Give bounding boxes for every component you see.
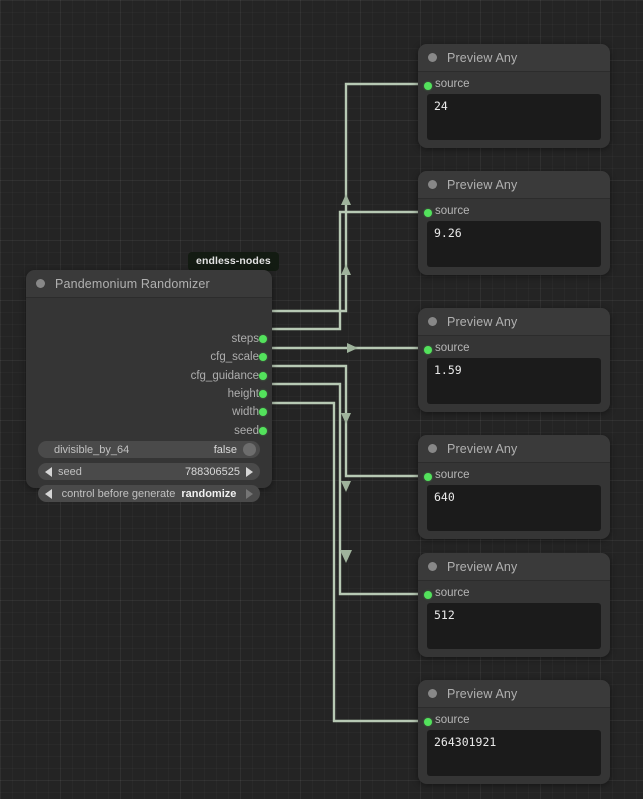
input-slot-source[interactable]: source <box>418 586 470 600</box>
output-slot-seed[interactable]: seed <box>26 423 272 439</box>
preview-value-box: 264301921 <box>427 730 601 776</box>
node-body: source 640 <box>418 463 610 539</box>
node-preview-any-4[interactable]: Preview Any source 640 <box>418 435 610 539</box>
node-header[interactable]: Preview Any <box>418 435 610 463</box>
node-preview-any-3[interactable]: Preview Any source 1.59 <box>418 308 610 412</box>
node-title: Preview Any <box>447 177 518 192</box>
node-body: source 264301921 <box>418 708 610 784</box>
node-title: Preview Any <box>447 686 518 701</box>
node-body: source 9.26 <box>418 199 610 275</box>
widget-label-control-before-generate: control before generate <box>61 487 176 500</box>
node-title: Preview Any <box>447 50 518 65</box>
input-label-source: source <box>435 205 470 217</box>
widget-label-divisible-by-64: divisible_by_64 <box>54 443 130 456</box>
input-label-source: source <box>435 714 470 726</box>
node-body: source 24 <box>418 72 610 148</box>
output-label-cfg-scale: cfg_scale <box>210 351 259 363</box>
node-title: Preview Any <box>447 559 518 574</box>
wire-width <box>270 382 424 596</box>
input-slot-dot-icon[interactable] <box>423 718 432 726</box>
input-label-source: source <box>435 587 470 599</box>
decrement-arrow-icon[interactable] <box>45 466 52 477</box>
toggle-knob-icon[interactable] <box>243 443 256 456</box>
input-slot-source[interactable]: source <box>418 77 470 91</box>
node-title: Preview Any <box>447 314 518 329</box>
collapse-circle-icon[interactable] <box>428 444 437 453</box>
output-slot-dot-icon[interactable] <box>258 390 267 398</box>
output-slot-cfg-scale[interactable]: cfg_scale <box>26 349 272 365</box>
widget-divisible-by-64[interactable]: divisible_by_64 false <box>38 441 260 458</box>
node-preview-any-1[interactable]: Preview Any source 24 <box>418 44 610 148</box>
node-header[interactable]: Preview Any <box>418 553 610 581</box>
node-header[interactable]: Preview Any <box>418 680 610 708</box>
wire-cfg-scale <box>270 210 424 331</box>
input-slot-source[interactable]: source <box>418 204 470 218</box>
output-label-width: width <box>232 406 259 418</box>
node-preview-any-6[interactable]: Preview Any source 264301921 <box>418 680 610 784</box>
input-slot-dot-icon[interactable] <box>423 82 432 90</box>
node-preview-any-5[interactable]: Preview Any source 512 <box>418 553 610 657</box>
collapse-circle-icon[interactable] <box>428 689 437 698</box>
output-slot-cfg-guidance[interactable]: cfg_guidance <box>26 368 272 384</box>
output-label-height: height <box>227 388 259 400</box>
output-slot-dot-icon[interactable] <box>258 427 267 435</box>
output-slot-dot-icon[interactable] <box>258 408 267 416</box>
preview-value-box: 512 <box>427 603 601 649</box>
output-slot-height[interactable]: height <box>26 386 272 402</box>
node-header[interactable]: Preview Any <box>418 44 610 72</box>
input-slot-dot-icon[interactable] <box>423 473 432 481</box>
collapse-circle-icon[interactable] <box>428 180 437 189</box>
next-option-arrow-icon[interactable] <box>246 488 253 499</box>
node-body: source 1.59 <box>418 336 610 412</box>
output-label-cfg-guidance: cfg_guidance <box>190 370 259 382</box>
node-pandemonium-randomizer[interactable]: Pandemonium Randomizer steps cfg_scale c… <box>26 270 272 502</box>
output-label-seed: seed <box>234 425 259 437</box>
node-header[interactable]: Preview Any <box>418 308 610 336</box>
collapse-circle-icon[interactable] <box>36 279 45 288</box>
input-slot-dot-icon[interactable] <box>423 591 432 599</box>
preview-value-box: 9.26 <box>427 221 601 267</box>
node-preview-any-2[interactable]: Preview Any source 9.26 <box>418 171 610 275</box>
wire-steps <box>270 82 424 313</box>
output-slot-dot-icon[interactable] <box>258 335 267 343</box>
input-label-source: source <box>435 342 470 354</box>
input-slot-dot-icon[interactable] <box>423 346 432 354</box>
widget-value-divisible-by-64: false <box>213 443 237 456</box>
increment-arrow-icon[interactable] <box>246 466 253 477</box>
node-body: source 512 <box>418 581 610 657</box>
wire-direction-arrows <box>340 194 358 563</box>
output-slot-steps[interactable]: steps <box>26 331 272 347</box>
wire-height <box>270 364 424 478</box>
output-slot-width[interactable]: width <box>26 404 272 420</box>
input-slot-dot-icon[interactable] <box>423 209 432 217</box>
preview-value-box: 24 <box>427 94 601 140</box>
collapse-circle-icon[interactable] <box>428 317 437 326</box>
output-slot-dot-icon[interactable] <box>258 353 267 361</box>
input-slot-source[interactable]: source <box>418 713 470 727</box>
preview-value-box: 640 <box>427 485 601 531</box>
input-label-source: source <box>435 469 470 481</box>
widget-seed[interactable]: seed 788306525 <box>38 463 260 480</box>
widget-control-before-generate[interactable]: control before generate randomize <box>38 485 260 502</box>
widget-value-seed[interactable]: 788306525 <box>184 465 240 478</box>
node-title: Pandemonium Randomizer <box>55 276 210 291</box>
output-slot-dot-icon[interactable] <box>258 372 267 380</box>
widget-label-seed: seed <box>58 465 82 478</box>
extension-badge: endless-nodes <box>188 252 279 271</box>
preview-value-box: 1.59 <box>427 358 601 404</box>
input-slot-source[interactable]: source <box>418 341 470 355</box>
previous-option-arrow-icon[interactable] <box>45 488 52 499</box>
node-header[interactable]: Preview Any <box>418 171 610 199</box>
node-body: steps cfg_scale cfg_guidance height widt… <box>26 298 272 502</box>
output-label-steps: steps <box>231 333 260 345</box>
widget-value-control-before-generate[interactable]: randomize <box>181 487 237 500</box>
collapse-circle-icon[interactable] <box>428 562 437 571</box>
wire-seed <box>270 401 424 723</box>
input-slot-source[interactable]: source <box>418 468 470 482</box>
node-title: Preview Any <box>447 441 518 456</box>
input-label-source: source <box>435 78 470 90</box>
collapse-circle-icon[interactable] <box>428 53 437 62</box>
node-header[interactable]: Pandemonium Randomizer <box>26 270 272 298</box>
